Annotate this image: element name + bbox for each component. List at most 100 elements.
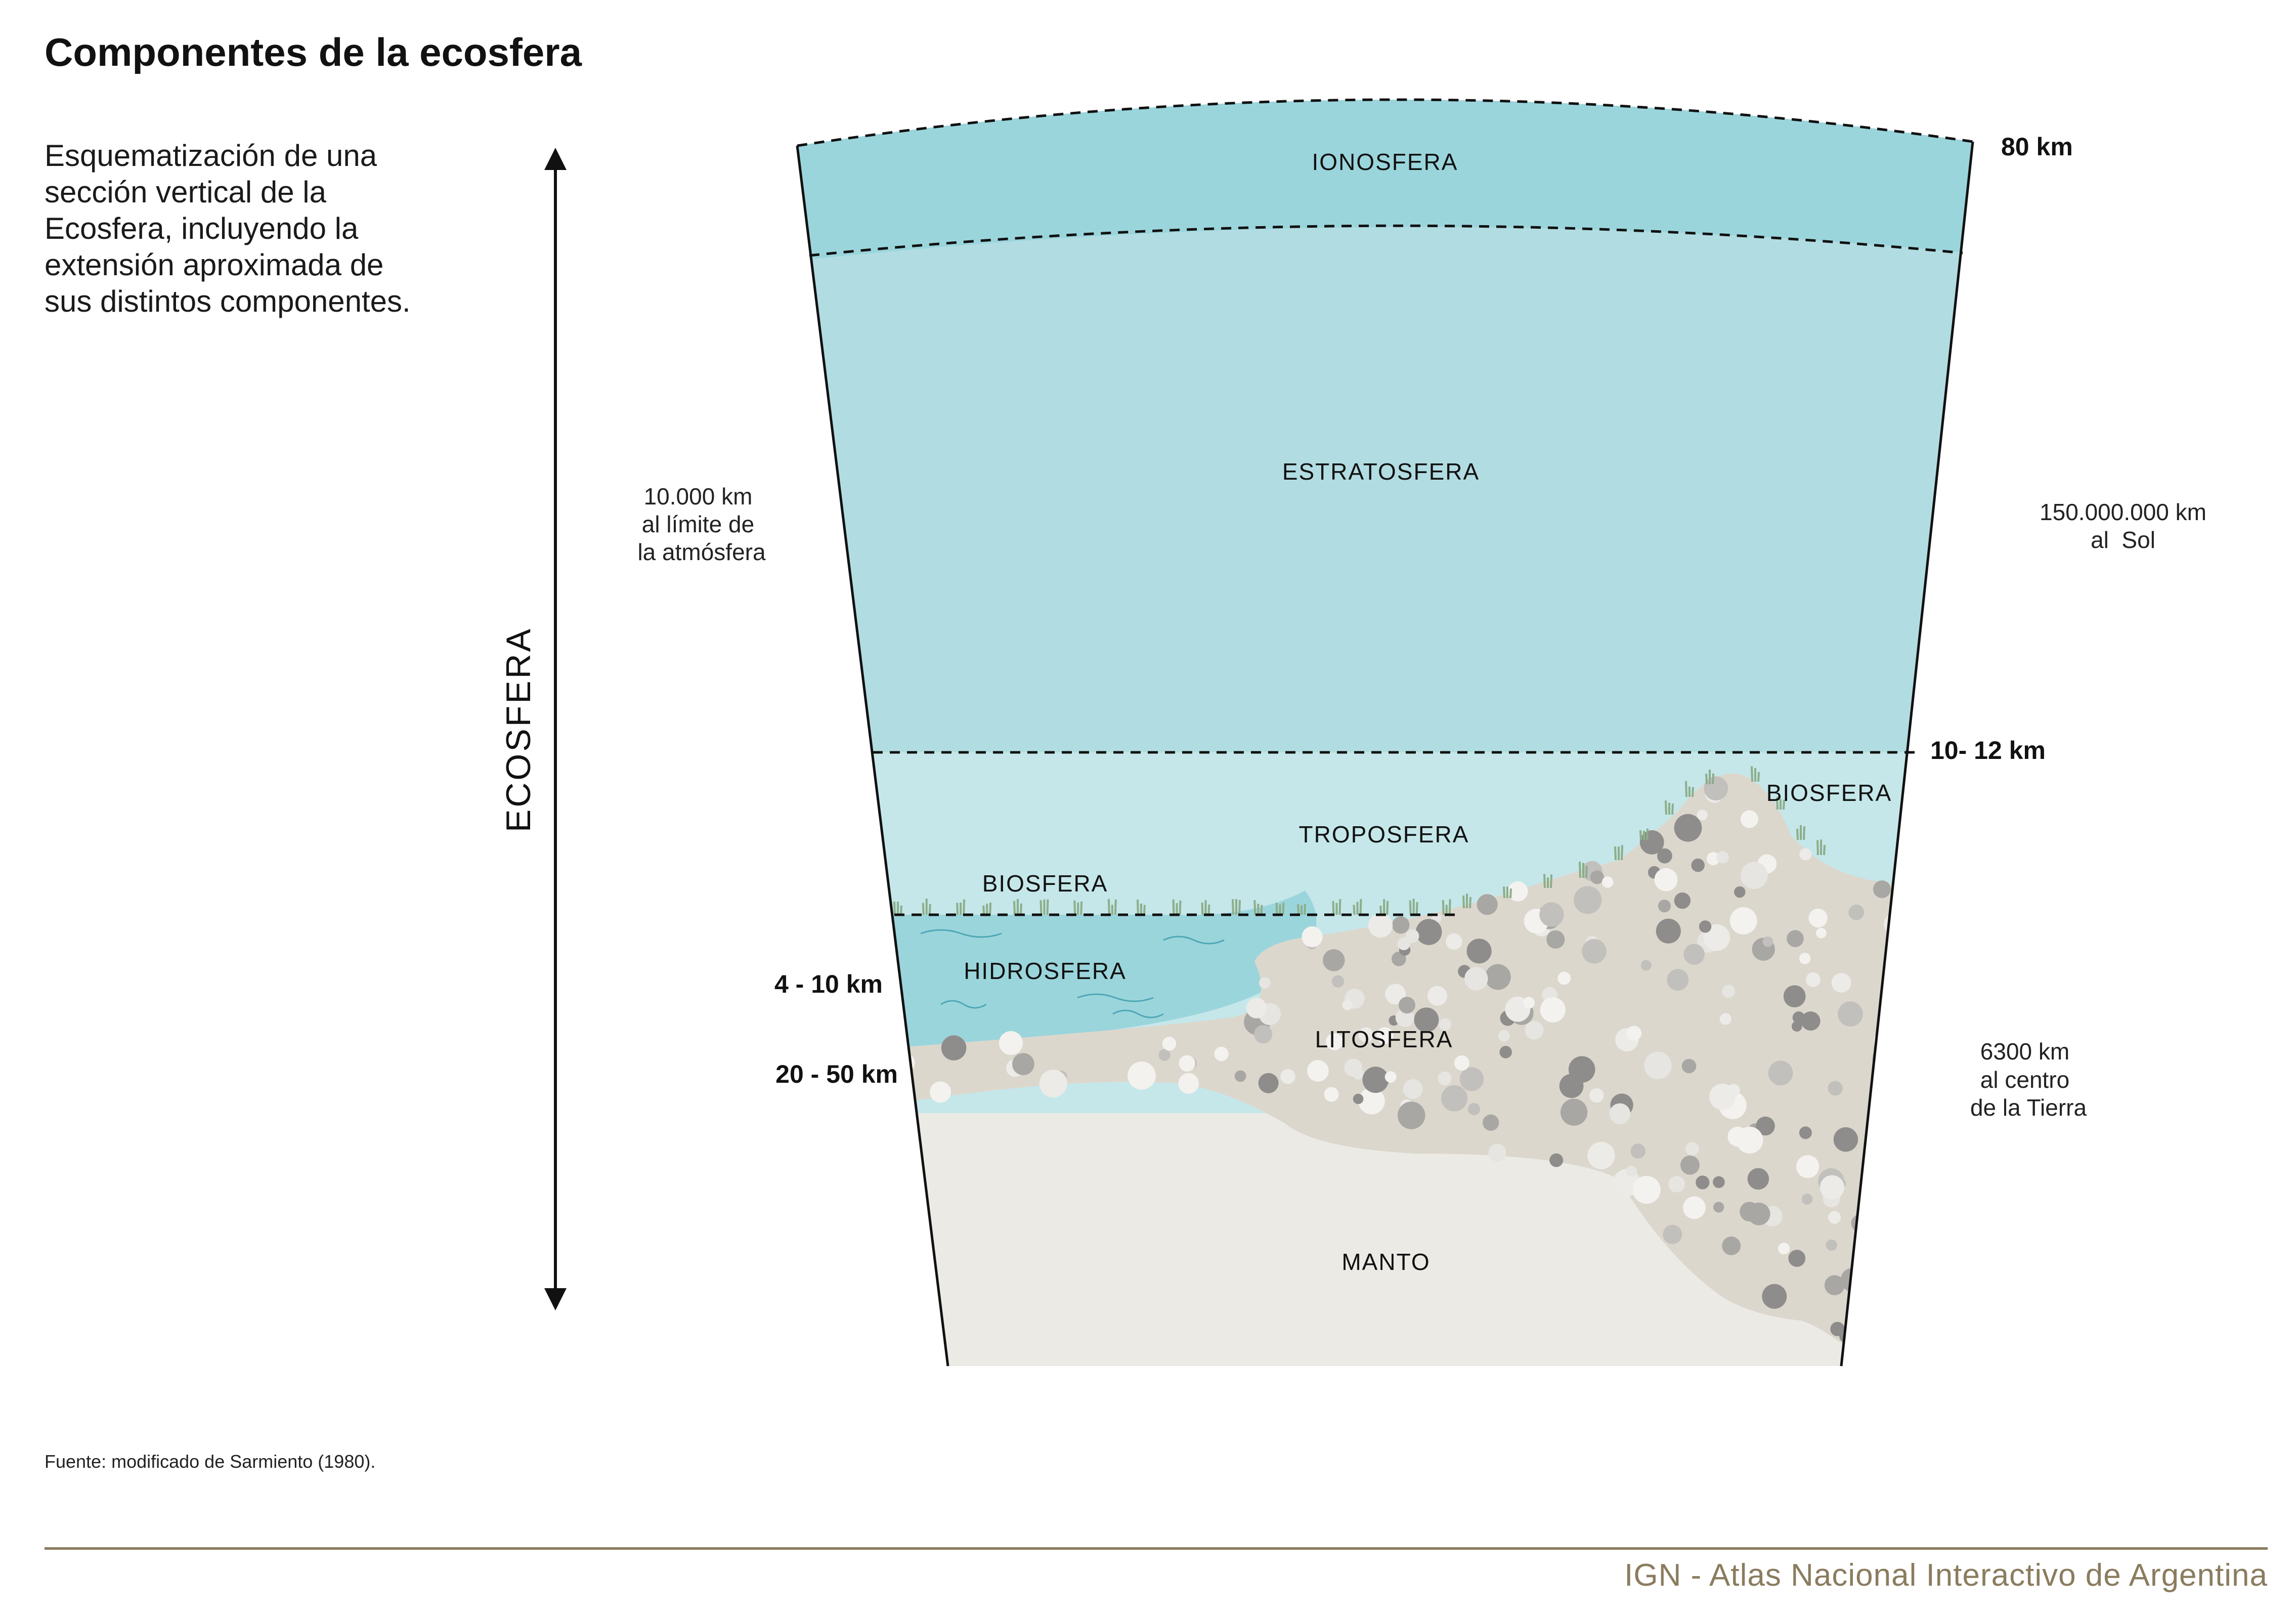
grass-blade bbox=[1823, 844, 1826, 856]
pebble bbox=[1323, 949, 1345, 971]
distance-line: al límite de bbox=[642, 511, 754, 537]
pebble bbox=[1507, 881, 1528, 902]
altitude-label-ocean: 4 - 10 km bbox=[774, 970, 883, 998]
pebble bbox=[1523, 997, 1535, 1009]
pebble bbox=[1796, 1155, 1820, 1178]
arrow-down-icon bbox=[544, 1288, 567, 1310]
pebble bbox=[1439, 1018, 1451, 1031]
grass-blade bbox=[1143, 905, 1146, 915]
pebble bbox=[1828, 1081, 1843, 1096]
pebble bbox=[1415, 919, 1442, 945]
pebble bbox=[1498, 1030, 1510, 1042]
grass-blade bbox=[1179, 900, 1182, 915]
pebble bbox=[1740, 810, 1758, 828]
pebble bbox=[1893, 965, 1904, 976]
description-line: sus distintos componentes. bbox=[45, 284, 411, 318]
description: Esquematización de una sección vertical … bbox=[45, 138, 500, 320]
pebble bbox=[1831, 973, 1851, 993]
wedge-left-edge bbox=[796, 145, 949, 1367]
pebble bbox=[1873, 880, 1891, 898]
pebble bbox=[1880, 1073, 1891, 1084]
pebble bbox=[1630, 1143, 1646, 1159]
pebble bbox=[1898, 1038, 1926, 1066]
pebble bbox=[1540, 997, 1566, 1023]
grass-blade bbox=[1359, 899, 1362, 915]
pebble bbox=[1828, 1211, 1841, 1224]
pebble bbox=[1466, 939, 1492, 964]
pebble bbox=[1459, 1067, 1484, 1091]
pebble bbox=[1485, 964, 1511, 990]
pebble bbox=[1546, 930, 1565, 949]
pebble bbox=[1787, 930, 1804, 947]
pebble bbox=[1403, 1079, 1423, 1099]
pebble bbox=[1667, 969, 1689, 991]
grass-blade bbox=[1338, 899, 1341, 915]
pebble bbox=[1888, 1091, 1911, 1113]
grass-blade bbox=[1386, 901, 1389, 915]
pebble bbox=[1696, 1175, 1710, 1190]
distance-atmosphere: 10.000 km al límite de la atmósfera bbox=[637, 483, 766, 565]
pebble bbox=[1899, 1072, 1916, 1089]
pebble bbox=[1609, 1103, 1631, 1125]
pebble bbox=[1384, 1071, 1397, 1083]
arrow-up-icon bbox=[544, 148, 567, 170]
pebble bbox=[1454, 1055, 1469, 1071]
distance-earth-center: 6300 km al centro de la Tierra bbox=[1970, 1038, 2087, 1121]
pebble bbox=[1639, 830, 1664, 855]
pebble bbox=[1858, 1337, 1872, 1350]
pebble bbox=[1162, 1037, 1177, 1051]
pebble bbox=[1801, 1194, 1813, 1205]
grass-blade bbox=[956, 903, 959, 915]
grass-blade bbox=[1275, 903, 1278, 915]
pebble bbox=[1747, 1202, 1770, 1225]
grass-blade bbox=[1013, 901, 1016, 915]
pebble bbox=[1788, 1250, 1806, 1267]
pebble bbox=[1880, 1125, 1896, 1142]
pebble bbox=[1762, 936, 1773, 947]
pebble bbox=[1324, 1087, 1339, 1102]
description-line: Esquematización de una bbox=[45, 139, 377, 173]
pebble bbox=[1557, 971, 1571, 985]
grass-blade bbox=[1379, 905, 1382, 915]
pebble bbox=[1674, 892, 1691, 909]
pebble bbox=[1259, 977, 1271, 989]
pebble bbox=[1663, 1224, 1682, 1244]
pebble bbox=[1791, 1021, 1802, 1032]
pebble bbox=[1477, 894, 1498, 915]
distance-line: la atmósfera bbox=[637, 539, 766, 565]
pebble bbox=[1353, 1093, 1364, 1105]
grass-tufts bbox=[893, 766, 1826, 915]
grass-blade bbox=[1776, 797, 1779, 810]
pebble bbox=[1833, 1127, 1858, 1152]
pebble bbox=[1376, 1027, 1394, 1044]
pebble bbox=[1441, 1085, 1468, 1112]
wave bbox=[920, 929, 1002, 938]
grass-blade bbox=[1705, 774, 1708, 785]
pebble bbox=[1808, 908, 1828, 928]
pebble bbox=[1640, 960, 1652, 971]
estratosfera-layer bbox=[797, 192, 1973, 759]
pebble bbox=[1362, 1067, 1389, 1093]
pebble bbox=[1587, 1141, 1615, 1170]
pebble bbox=[1901, 1148, 1923, 1169]
pebble bbox=[1657, 848, 1672, 864]
pebble bbox=[1719, 1013, 1731, 1025]
ecosfera-label: ECOSFERA bbox=[499, 627, 538, 832]
pebble bbox=[1824, 1275, 1845, 1296]
pebble bbox=[1816, 927, 1827, 939]
distance-sun: 150.000.000 km al Sol bbox=[2040, 499, 2206, 553]
pebble bbox=[1734, 886, 1746, 898]
pebble bbox=[1885, 1129, 1904, 1148]
pebble bbox=[1385, 984, 1406, 1005]
pebble bbox=[1601, 876, 1614, 888]
grass-blade bbox=[1816, 840, 1819, 856]
pebble bbox=[1214, 1046, 1229, 1062]
distance-line: al Sol bbox=[2091, 527, 2155, 553]
pebble bbox=[1674, 814, 1702, 842]
pebble bbox=[1902, 1042, 1914, 1053]
pebble bbox=[1039, 1070, 1067, 1098]
wave bbox=[1163, 936, 1225, 945]
altitude-label-crust: 20 - 50 km bbox=[775, 1060, 898, 1088]
grass-blade bbox=[1207, 904, 1210, 915]
